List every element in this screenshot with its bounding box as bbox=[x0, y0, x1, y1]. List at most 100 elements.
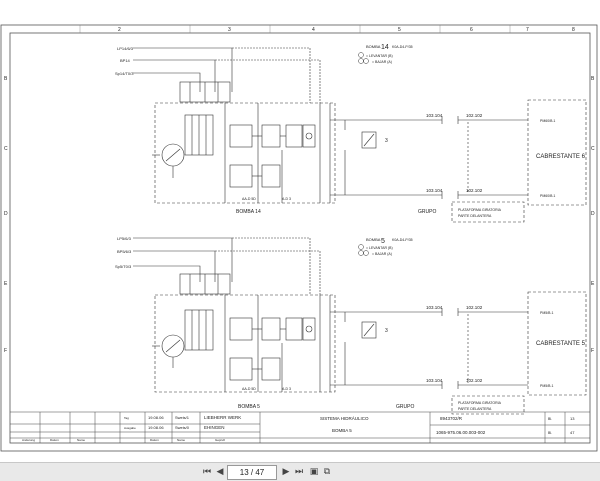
row-letter: B bbox=[4, 76, 8, 82]
tb-drawing-no: 8943702/R bbox=[440, 416, 463, 421]
row-letter: B bbox=[591, 76, 595, 82]
code-a: AA-D 5D bbox=[242, 197, 256, 201]
circuit-bomba-14: LP14/6/3 BP14 Sp14/T0/3 bbox=[115, 46, 587, 223]
next-page-icon[interactable]: ▶ bbox=[282, 467, 290, 477]
row-letter: C bbox=[591, 146, 595, 152]
conn-ref: 102.102 bbox=[466, 305, 483, 310]
tb-row-label: Datum bbox=[50, 438, 59, 442]
conn-ref: 102.102 bbox=[466, 378, 483, 383]
row-letter: E bbox=[591, 281, 595, 287]
row-letter: D bbox=[4, 211, 8, 217]
platform-line-1: PLATAFORMA GIRATORIA bbox=[458, 401, 502, 405]
first-page-icon[interactable]: ⏮ bbox=[202, 467, 212, 477]
drum-ref: PM5/B.1 bbox=[540, 384, 553, 388]
tb-field-label: Ausgabe bbox=[124, 426, 136, 430]
input-label: Sp14/T0/3 bbox=[115, 71, 134, 76]
code-a: AA-D 5D bbox=[242, 387, 256, 391]
legend-lower: = BAJAR (A) bbox=[372, 60, 392, 64]
pump-title: BOMBA 5 bbox=[238, 404, 260, 410]
input-label: LP14/6/3 bbox=[117, 46, 134, 51]
tb-location: EHINGEN bbox=[204, 425, 225, 430]
fit-width-icon[interactable]: ⧉ bbox=[323, 467, 331, 477]
grupo-label: GRUPO bbox=[396, 404, 414, 410]
tb-field-label: Datum bbox=[150, 438, 159, 442]
fit-page-icon[interactable]: ▣ bbox=[309, 467, 319, 477]
tb-row-label: Name bbox=[77, 438, 85, 442]
row-letter: D bbox=[591, 211, 595, 217]
tb-sheet-label: Bl. bbox=[548, 417, 552, 421]
tb-date: 19.08.06 bbox=[148, 425, 164, 430]
circuit-bomba-5: LP5/6/3 BP5/6/3 Sp5/T0/3 bbox=[115, 236, 587, 415]
code-b: A-D 3 bbox=[282, 387, 291, 391]
pump-label: BOMBA bbox=[366, 237, 381, 242]
conn-ref: 102.102 bbox=[466, 188, 483, 193]
line-ref: 103.104 bbox=[426, 378, 443, 383]
viewer-toolbar: ⏮ ◀ 13 / 47 ▶ ⏭ ▣ ⧉ bbox=[0, 462, 600, 481]
tb-sheet-total: 47 bbox=[570, 430, 575, 435]
frame-inner bbox=[9, 32, 591, 444]
conn-ref: 102.102 bbox=[466, 113, 483, 118]
code-b: A-D 3 bbox=[282, 197, 291, 201]
tb-row-label: Anderung bbox=[22, 438, 35, 442]
tb-name: Sweis/1 bbox=[175, 415, 190, 420]
input-label: BP14 bbox=[120, 58, 131, 63]
col-number: 6 bbox=[470, 27, 473, 33]
platform-line-2: PARTE DELANTERA bbox=[458, 407, 492, 411]
row-markers: B C D E F B C D E F bbox=[4, 76, 595, 354]
relief-number: 3 bbox=[385, 328, 388, 334]
tb-sheet-no: 13 bbox=[570, 416, 575, 421]
legend-code: K0A-D4-P/35 bbox=[392, 238, 413, 242]
circuit-bomba-5-labels: BOMBA 5 K0A-D4-P/35 = LEVANTAR (B) = BAJ… bbox=[238, 237, 586, 411]
tb-doc-no: 1065-975.06.00.003-002 bbox=[436, 430, 486, 435]
tb-title: SISTEMA HIDRÁULICO bbox=[320, 415, 369, 421]
pump-number: 5 bbox=[381, 238, 385, 245]
column-markers: 2 3 4 5 6 7 8 bbox=[79, 25, 575, 33]
schematic-sheet: 2 3 4 5 6 7 8 B C D E F B C D E F LP14/6… bbox=[0, 24, 598, 452]
relief-number: 3 bbox=[385, 138, 388, 144]
tb-field-label: Name bbox=[177, 438, 185, 442]
line-ref: 103.104 bbox=[426, 188, 443, 193]
last-page-icon[interactable]: ⏭ bbox=[294, 467, 304, 477]
tb-subtitle: BOMBA 5 bbox=[332, 428, 352, 433]
page-number-input[interactable]: 13 / 47 bbox=[227, 465, 277, 480]
col-number: 8 bbox=[572, 27, 575, 33]
line-ref: 103.104 bbox=[426, 113, 443, 118]
col-number: 7 bbox=[526, 27, 529, 33]
col-number: 3 bbox=[228, 27, 231, 33]
pump-title: BOMBA 14 bbox=[236, 209, 261, 215]
platform-line-2: PARTE DELANTERA bbox=[458, 214, 492, 218]
circuit-bomba-14-labels: BOMBA 14 K0A-D4-P/35 = LEVANTAR (B) = BA… bbox=[236, 44, 586, 218]
tb-company: LIEBHERR WERK bbox=[204, 415, 241, 420]
pump-number: 14 bbox=[381, 44, 389, 51]
input-label: BP5/6/3 bbox=[117, 249, 132, 254]
tb-date: 19.08.06 bbox=[148, 415, 164, 420]
row-letter: C bbox=[4, 146, 8, 152]
title-block bbox=[10, 411, 590, 443]
col-number: 4 bbox=[312, 27, 315, 33]
drum-ref: PM5/B.1 bbox=[540, 311, 553, 315]
pump-label: BOMBA bbox=[366, 44, 381, 49]
legend-lower: = BAJAR (A) bbox=[372, 252, 392, 256]
drum-ref: PM60/B.1 bbox=[540, 194, 555, 198]
grupo-label: GRUPO bbox=[418, 209, 436, 215]
tb-name: Sweis/0 bbox=[175, 425, 190, 430]
cabrestante-label: CABRESTANTE 5 bbox=[536, 341, 586, 347]
tb-field-label: Gepruft bbox=[215, 438, 225, 442]
line-ref: 103.104 bbox=[426, 305, 443, 310]
row-letter: E bbox=[4, 281, 8, 287]
legend-raise: = LEVANTAR (B) bbox=[366, 246, 393, 250]
col-number: 2 bbox=[118, 27, 121, 33]
col-number: 5 bbox=[398, 27, 401, 33]
frame-outer bbox=[0, 24, 598, 452]
platform-line-1: PLATAFORMA GIRATORIA bbox=[458, 208, 502, 212]
tb-field-label: Tag bbox=[124, 416, 129, 420]
drum-ref: PM60/B.1 bbox=[540, 119, 555, 123]
input-label: LP5/6/3 bbox=[117, 236, 132, 241]
prev-page-icon[interactable]: ◀ bbox=[216, 467, 224, 477]
row-letter: F bbox=[591, 348, 594, 354]
input-label: Sp5/T0/3 bbox=[115, 264, 132, 269]
legend-raise: = LEVANTAR (B) bbox=[366, 54, 393, 58]
row-letter: F bbox=[4, 348, 7, 354]
legend-code: K0A-D4-P/35 bbox=[392, 45, 413, 49]
tb-of-label: Bl. bbox=[548, 431, 552, 435]
